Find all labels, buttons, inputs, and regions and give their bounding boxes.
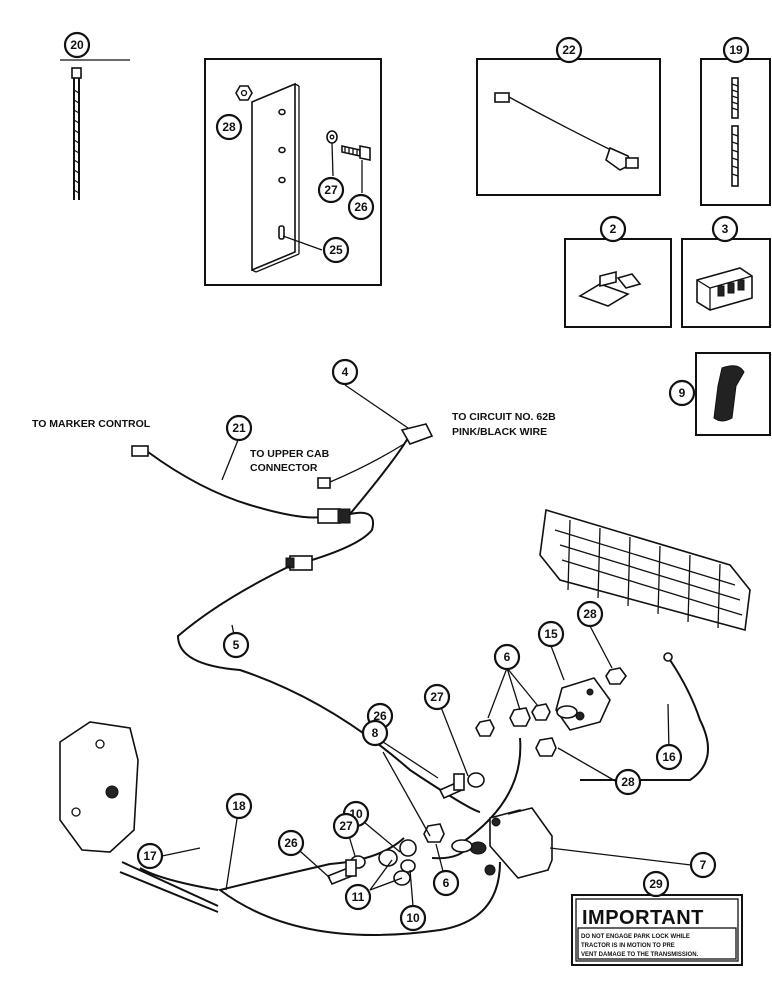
washer-part-27-middle: [467, 772, 485, 788]
spring-part-19: [731, 77, 739, 187]
svg-text:15: 15: [544, 627, 558, 641]
callout-22: 22: [555, 36, 583, 64]
bolt-part-26-box: [341, 145, 371, 193]
important-line-3: VENT DAMAGE TO THE TRANSMISSION.: [581, 952, 699, 958]
svg-text:18: 18: [232, 799, 246, 813]
svg-text:6: 6: [443, 876, 450, 890]
callout-5: 5: [222, 631, 250, 659]
nut-part-28-breaker: [605, 667, 627, 685]
callout-20: 20: [63, 31, 91, 59]
svg-text:22: 22: [562, 43, 576, 57]
svg-text:19: 19: [729, 43, 743, 57]
callout-25: 25: [322, 236, 350, 264]
solenoid-part-7: [469, 807, 553, 879]
svg-text:17: 17: [143, 849, 157, 863]
svg-text:20: 20: [70, 38, 84, 52]
circuit-breaker-part-15: [555, 677, 611, 731]
svg-text:5: 5: [233, 638, 240, 652]
callout-28-solenoid: 28: [614, 768, 642, 796]
svg-text:27: 27: [430, 690, 444, 704]
svg-text:27: 27: [324, 183, 338, 197]
svg-text:26: 26: [354, 200, 368, 214]
svg-text:2: 2: [610, 222, 617, 236]
nut-part-28-solenoid: [535, 737, 557, 757]
callout-27-middle: 27: [423, 683, 451, 711]
svg-text:28: 28: [621, 775, 635, 789]
terminal-block-part-16-mount: [539, 508, 751, 662]
label-circuit-2: PINK/BLACK WIRE: [452, 426, 547, 438]
svg-text:4: 4: [342, 365, 349, 379]
svg-text:16: 16: [662, 750, 676, 764]
callout-26: 26: [347, 193, 375, 221]
svg-text:29: 29: [649, 877, 663, 891]
callout-10-lower: 10: [399, 904, 427, 932]
callout-6-upper: 6: [493, 643, 521, 671]
svg-text:26: 26: [284, 836, 298, 850]
callout-16: 16: [655, 743, 683, 771]
svg-text:28: 28: [222, 120, 236, 134]
callout-4: 4: [331, 358, 359, 386]
svg-text:11: 11: [352, 890, 365, 904]
callout-28: 28: [215, 113, 243, 141]
terminal-box: [564, 238, 672, 328]
callout-28-breaker: 28: [576, 600, 604, 628]
callout-15: 15: [537, 620, 565, 648]
callout-8: 8: [361, 719, 389, 747]
callout-29: 29: [642, 870, 670, 898]
nuts-part-6-upper: [475, 703, 578, 737]
mounting-plate-part-25: [251, 82, 323, 273]
important-title: IMPORTANT: [582, 907, 704, 929]
label-upper-cab-2: CONNECTOR: [250, 462, 318, 474]
cable-tie-part-20: [60, 59, 130, 200]
callout-2: 2: [599, 215, 627, 243]
svg-text:10: 10: [406, 911, 420, 925]
label-circuit-1: TO CIRCUIT NO. 62B: [452, 411, 556, 423]
callout-21: 21: [225, 414, 253, 442]
callout-3: 3: [711, 215, 739, 243]
nut-part-28-box: [235, 85, 253, 101]
svg-text:21: 21: [232, 421, 246, 435]
svg-text:28: 28: [583, 607, 597, 621]
terminal-part-2: [578, 270, 642, 307]
label-upper-cab-1: TO UPPER CAB: [250, 448, 330, 460]
svg-text:3: 3: [722, 222, 729, 236]
important-line-2: TRACTOR IS IN MOTION TO PRE: [581, 943, 675, 949]
washer-part-27-box: [326, 130, 338, 177]
callout-11: 11: [344, 883, 372, 911]
svg-text:27: 27: [339, 819, 353, 833]
important-decal-part-29: IMPORTANT DO NOT ENGAGE PARK LOCK WHILE …: [571, 894, 743, 966]
callout-7: 7: [689, 851, 717, 879]
leader-lines: [161, 384, 692, 908]
important-line-1: DO NOT ENGAGE PARK LOCK WHILE: [581, 934, 690, 940]
callout-19: 19: [722, 36, 750, 64]
svg-text:7: 7: [700, 858, 707, 872]
harness-kit-box: [476, 58, 661, 196]
callout-27-lower: 27: [332, 812, 360, 840]
callout-17: 17: [136, 842, 164, 870]
connector-part-3: [696, 267, 753, 311]
callout-6-lower: 6: [432, 869, 460, 897]
switch-bracket-part-17: [59, 721, 139, 853]
svg-text:8: 8: [372, 726, 379, 740]
svg-text:25: 25: [329, 243, 343, 257]
hardware-part-10-11-6: [378, 823, 473, 886]
svg-text:6: 6: [504, 650, 511, 664]
callout-26-lower: 26: [277, 829, 305, 857]
svg-text:9: 9: [679, 386, 686, 400]
bolt-part-26-lower: [326, 859, 357, 886]
bolt-part-26-middle: [438, 773, 465, 800]
svg-text:26: 26: [373, 709, 387, 723]
callout-9: 9: [668, 379, 696, 407]
callout-18: 18: [225, 792, 253, 820]
callout-27: 27: [317, 176, 345, 204]
label-marker-control: TO MARKER CONTROL: [32, 418, 151, 430]
jumper-harness-part-22: [494, 92, 639, 171]
boot-part-9: [713, 365, 745, 422]
